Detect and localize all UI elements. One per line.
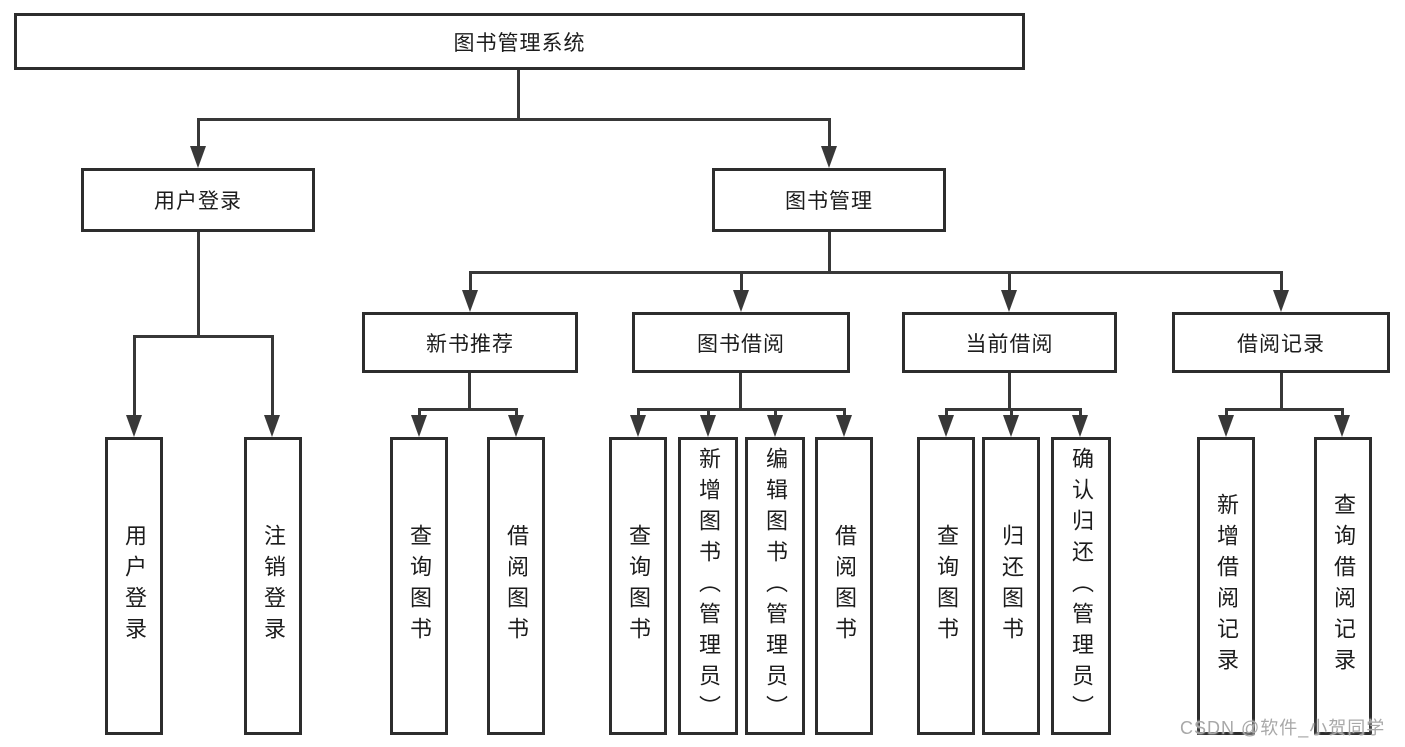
connector-line — [418, 408, 518, 411]
connector-line — [945, 408, 948, 417]
csdn-watermark: CSDN @软件_小贺同学 — [1180, 718, 1386, 738]
arrow-down-icon — [938, 415, 954, 437]
connector-line — [517, 70, 520, 121]
node-borrowing-records: 借阅记录 — [1172, 312, 1390, 373]
leaf-return-books: 归还图书 — [982, 437, 1040, 735]
connector-line — [1280, 373, 1283, 411]
leaf-add-borrow-record-label: 新增借阅记录 — [1214, 493, 1239, 679]
leaf-return-books-label: 归还图书 — [999, 524, 1024, 648]
connector-line — [843, 408, 846, 417]
leaf-logout-login-label: 注销登录 — [261, 524, 286, 648]
arrow-down-icon — [1218, 415, 1234, 437]
connector-line — [418, 408, 421, 417]
arrow-down-icon — [264, 415, 280, 437]
connector-line — [1079, 408, 1082, 417]
leaf-logout-login: 注销登录 — [244, 437, 302, 735]
arrow-down-icon — [1072, 415, 1088, 437]
leaf-confirm-return-admin-label: 确认归还（管理员） — [1069, 446, 1094, 726]
leaf-query-books-current-label: 查询图书 — [934, 524, 959, 648]
arrow-down-icon — [1334, 415, 1350, 437]
connector-line — [707, 408, 710, 417]
leaf-edit-books-admin: 编辑图书（管理员） — [745, 437, 805, 735]
node-user-login-label: 用户登录 — [154, 190, 242, 213]
leaf-query-borrow-record-label: 查询借阅记录 — [1331, 493, 1356, 679]
node-new-book-recommendation: 新书推荐 — [362, 312, 578, 373]
node-book-borrowing: 图书借阅 — [632, 312, 850, 373]
connector-line — [1225, 408, 1344, 411]
leaf-add-books-admin: 新增图书（管理员） — [678, 437, 738, 735]
connector-line — [468, 373, 471, 411]
leaf-add-borrow-record: 新增借阅记录 — [1197, 437, 1255, 735]
connector-line — [469, 271, 1282, 274]
connector-line — [740, 271, 743, 292]
connector-line — [945, 408, 1082, 411]
arrow-down-icon — [508, 415, 524, 437]
leaf-edit-books-admin-label: 编辑图书（管理员） — [763, 446, 788, 726]
leaf-borrow-books: 借阅图书 — [815, 437, 873, 735]
connector-line — [197, 232, 200, 338]
node-book-borrowing-label: 图书借阅 — [697, 332, 785, 356]
node-library-management-system-label: 图书管理系统 — [453, 31, 586, 55]
connector-line — [197, 118, 831, 121]
node-library-management-system: 图书管理系统 — [14, 13, 1025, 70]
connector-line — [1280, 271, 1283, 292]
connector-line — [637, 408, 846, 411]
connector-line — [828, 232, 831, 274]
leaf-borrow-books-recommend: 借阅图书 — [487, 437, 545, 735]
arrow-down-icon — [1273, 290, 1289, 312]
leaf-borrow-books-label: 借阅图书 — [832, 524, 857, 648]
leaf-query-books-recommend: 查询图书 — [390, 437, 448, 735]
leaf-query-books-borrow: 查询图书 — [609, 437, 667, 735]
connector-line — [1008, 271, 1011, 292]
connector-line — [271, 335, 274, 416]
node-user-login: 用户登录 — [81, 168, 315, 232]
node-current-borrowing-label: 当前借阅 — [965, 332, 1054, 356]
leaf-borrow-books-recommend-label: 借阅图书 — [504, 524, 529, 648]
connector-line — [1341, 408, 1344, 417]
node-book-management: 图书管理 — [712, 168, 946, 232]
connector-line — [828, 118, 831, 148]
node-borrowing-records-label: 借阅记录 — [1237, 332, 1325, 356]
arrow-down-icon — [733, 290, 749, 312]
connector-line — [133, 335, 136, 416]
arrow-down-icon — [630, 415, 646, 437]
leaf-user-login-label: 用户登录 — [122, 524, 147, 648]
arrow-down-icon — [190, 146, 206, 168]
arrow-down-icon — [126, 415, 142, 437]
leaf-query-books-borrow-label: 查询图书 — [626, 524, 651, 648]
arrow-down-icon — [700, 415, 716, 437]
leaf-user-login: 用户登录 — [105, 437, 163, 735]
node-book-management-label: 图书管理 — [785, 190, 873, 213]
arrow-down-icon — [462, 290, 478, 312]
connector-line — [197, 118, 200, 148]
arrow-down-icon — [836, 415, 852, 437]
arrow-down-icon — [821, 146, 837, 168]
connector-line — [1225, 408, 1228, 417]
leaf-query-books-current: 查询图书 — [917, 437, 975, 735]
connector-line — [469, 271, 472, 292]
leaf-query-books-recommend-label: 查询图书 — [407, 524, 432, 648]
leaf-add-books-admin-label: 新增图书（管理员） — [696, 446, 721, 726]
connector-line — [515, 408, 518, 417]
connector-line — [739, 373, 742, 411]
arrow-down-icon — [411, 415, 427, 437]
connector-line — [774, 408, 777, 417]
connector-line — [637, 408, 640, 417]
connector-line — [1008, 373, 1011, 411]
leaf-query-borrow-record: 查询借阅记录 — [1314, 437, 1372, 735]
node-new-book-recommendation-label: 新书推荐 — [426, 332, 514, 356]
node-current-borrowing: 当前借阅 — [902, 312, 1117, 373]
leaf-confirm-return-admin: 确认归还（管理员） — [1051, 437, 1111, 735]
arrow-down-icon — [1003, 415, 1019, 437]
arrow-down-icon — [767, 415, 783, 437]
arrow-down-icon — [1001, 290, 1017, 312]
connector-line — [1010, 408, 1013, 417]
connector-line — [133, 335, 274, 338]
